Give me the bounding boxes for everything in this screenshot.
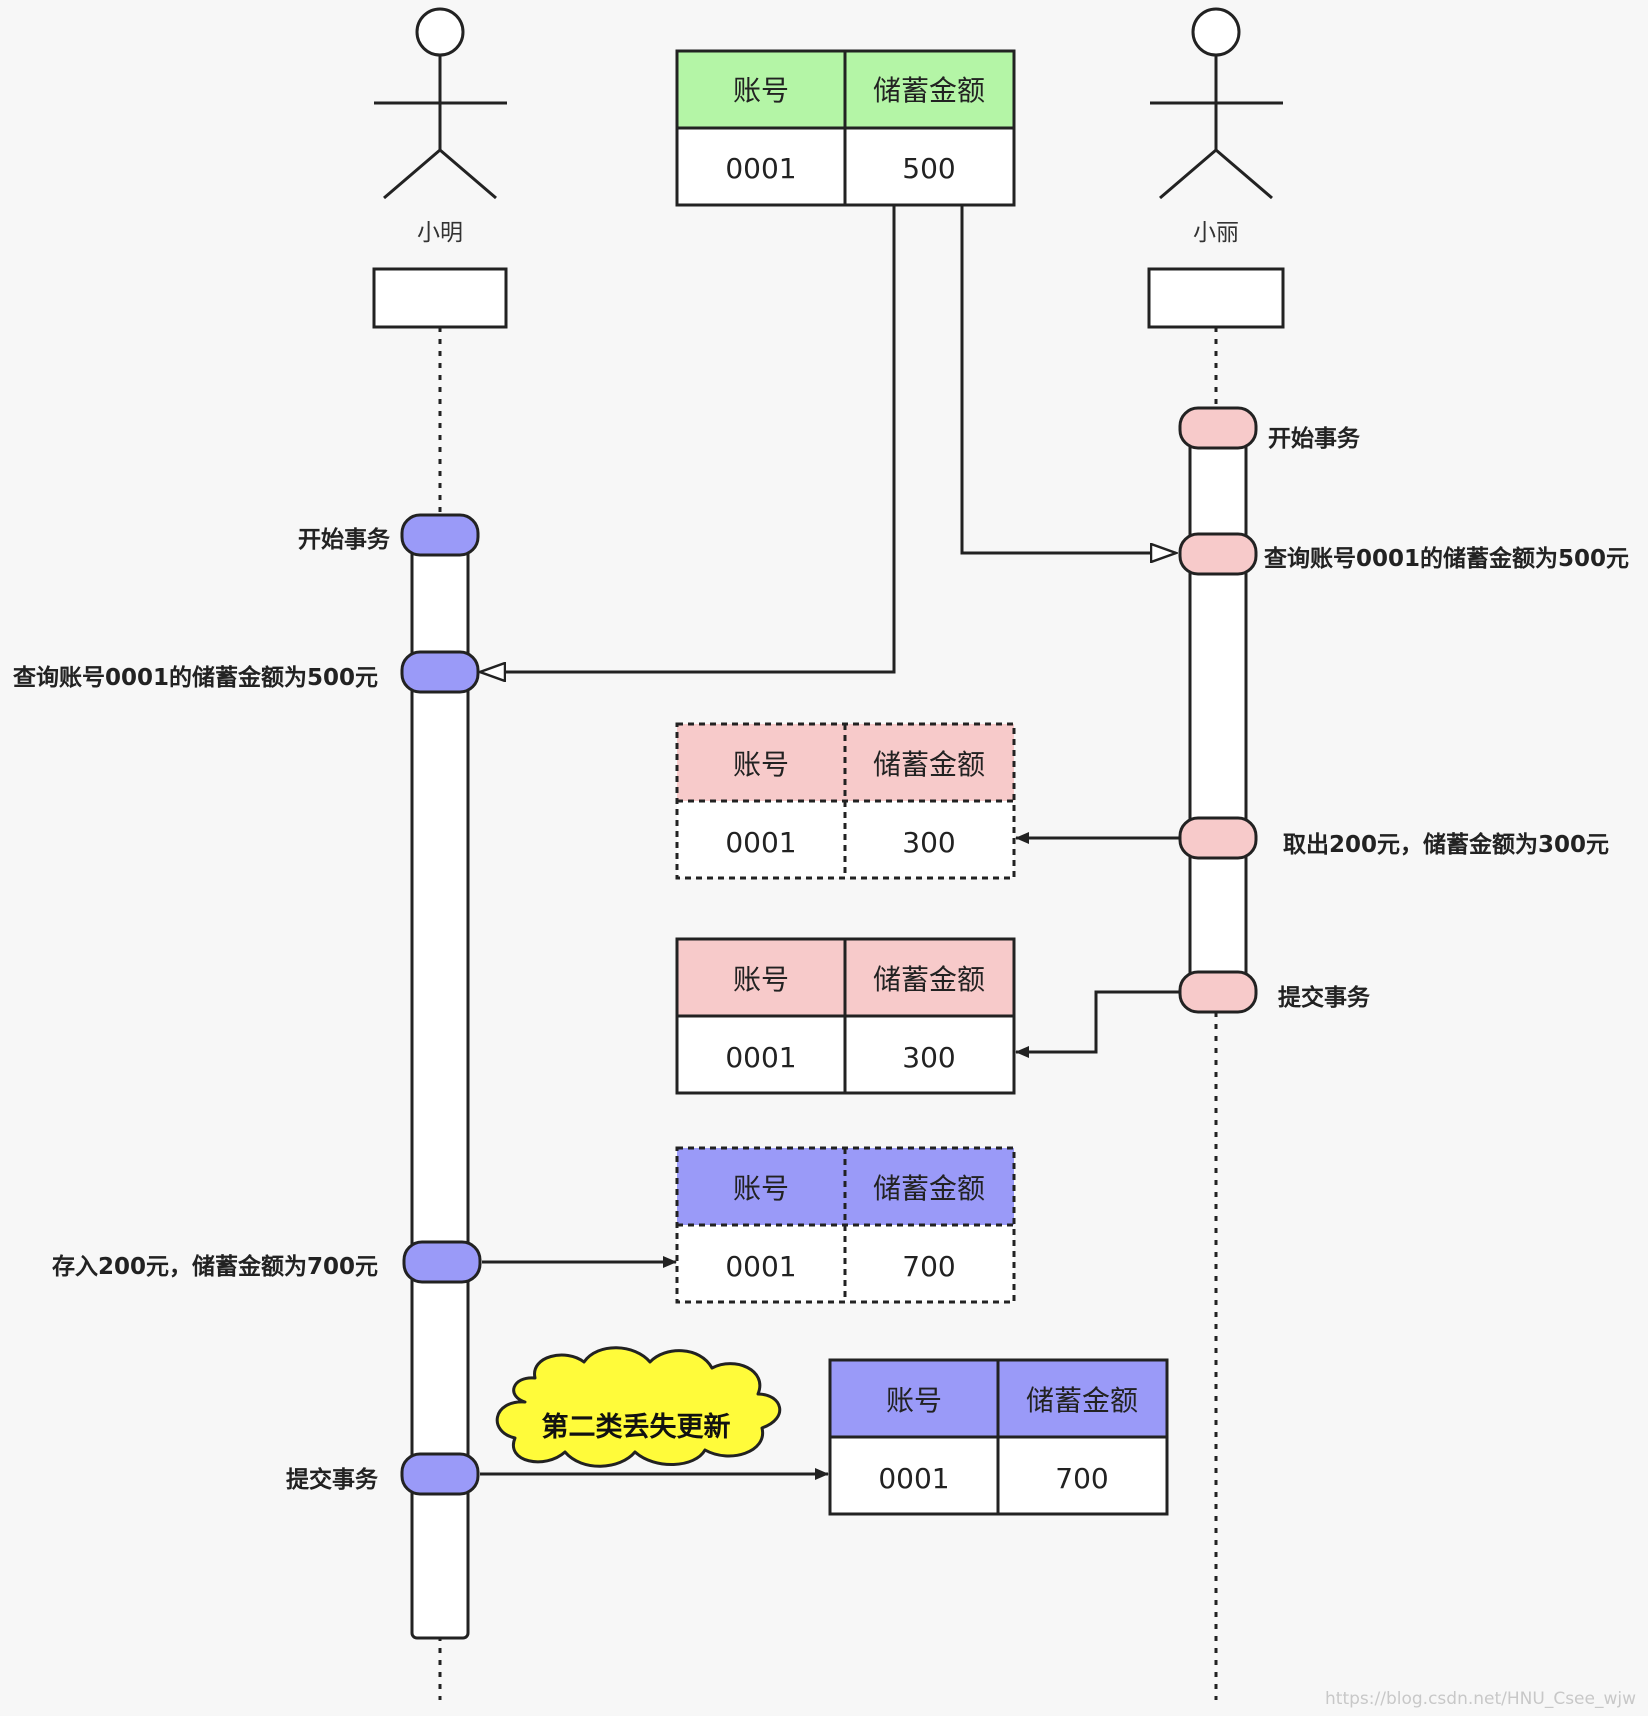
event-label: 提交事务	[1278, 984, 1371, 1011]
actor-left-name: 小明	[417, 220, 463, 246]
table-header-account: 账号	[733, 1172, 789, 1205]
event-marker	[400, 650, 480, 694]
event-marker	[1178, 532, 1258, 576]
activation-bar-right	[1188, 410, 1248, 1012]
annotation-cloud: 第二类丢失更新	[495, 1346, 782, 1468]
table-cell-balance: 500	[902, 152, 955, 185]
actor-right: 小丽	[1147, 7, 1285, 329]
table-cell-balance: 300	[902, 826, 955, 859]
actor-right-name: 小丽	[1193, 220, 1239, 246]
table-header-account: 账号	[733, 748, 789, 781]
table-cell-account: 0001	[725, 1041, 796, 1074]
table-header-account: 账号	[733, 74, 789, 107]
arrow-right-commit	[1015, 990, 1180, 1058]
watermark: https://blog.csdn.net/HNU_Csee_wjw	[1325, 1689, 1636, 1709]
table-header-balance: 储蓄金额	[873, 74, 985, 107]
events-left: 开始事务 查询账号0001的储蓄金额为500元 存入200元，储蓄金额为700元…	[13, 513, 482, 1496]
table-header-balance: 储蓄金额	[1026, 1384, 1138, 1417]
event-marker	[400, 1452, 480, 1496]
event-marker	[400, 513, 480, 557]
table-cell-balance: 700	[902, 1250, 955, 1283]
arrow-read-right	[960, 206, 1176, 553]
table-left-committed: 账号 储蓄金额 0001 700	[828, 1358, 1169, 1516]
event-marker	[1178, 816, 1258, 860]
event-marker	[402, 1240, 482, 1284]
stick-figure-left-icon	[374, 7, 507, 200]
table-initial: 账号 储蓄金额 0001 500	[675, 49, 1016, 207]
event-label: 取出200元，储蓄金额为300元	[1283, 831, 1609, 858]
arrow-read-left	[480, 206, 896, 672]
table-cell-account: 0001	[878, 1462, 949, 1495]
annotation-label: 第二类丢失更新	[542, 1411, 731, 1443]
table-cell-account: 0001	[725, 826, 796, 859]
table-header-account: 账号	[733, 963, 789, 996]
stick-figure-right-icon	[1150, 7, 1283, 200]
events-right: 开始事务 查询账号0001的储蓄金额为500元 取出200元，储蓄金额为300元…	[1178, 406, 1629, 1014]
table-header-account: 账号	[886, 1384, 942, 1417]
table-cell-balance: 700	[1055, 1462, 1108, 1495]
table-right-uncommitted: 账号 储蓄金额 0001 300	[675, 722, 1016, 880]
event-label: 开始事务	[298, 526, 391, 553]
event-label: 查询账号0001的储蓄金额为500元	[13, 664, 378, 691]
table-header-balance: 储蓄金额	[873, 1172, 985, 1205]
actor-right-lifeline-head	[1147, 267, 1285, 329]
event-label: 存入200元，储蓄金额为700元	[52, 1253, 378, 1280]
table-header-balance: 储蓄金额	[873, 963, 985, 996]
cloud-icon	[495, 1346, 782, 1468]
event-label: 查询账号0001的储蓄金额为500元	[1264, 545, 1629, 572]
event-marker	[1178, 970, 1258, 1014]
table-right-committed: 账号 储蓄金额 0001 300	[675, 937, 1016, 1095]
event-label: 提交事务	[286, 1466, 379, 1493]
table-left-uncommitted: 账号 储蓄金额 0001 700	[675, 1146, 1016, 1304]
event-marker	[1178, 406, 1258, 450]
table-cell-balance: 300	[902, 1041, 955, 1074]
event-label: 开始事务	[1268, 425, 1361, 452]
table-cell-account: 0001	[725, 1250, 796, 1283]
table-cell-account: 0001	[725, 152, 796, 185]
actor-left-lifeline-head	[372, 267, 508, 329]
actor-left: 小明	[372, 7, 508, 329]
table-header-balance: 储蓄金额	[873, 748, 985, 781]
